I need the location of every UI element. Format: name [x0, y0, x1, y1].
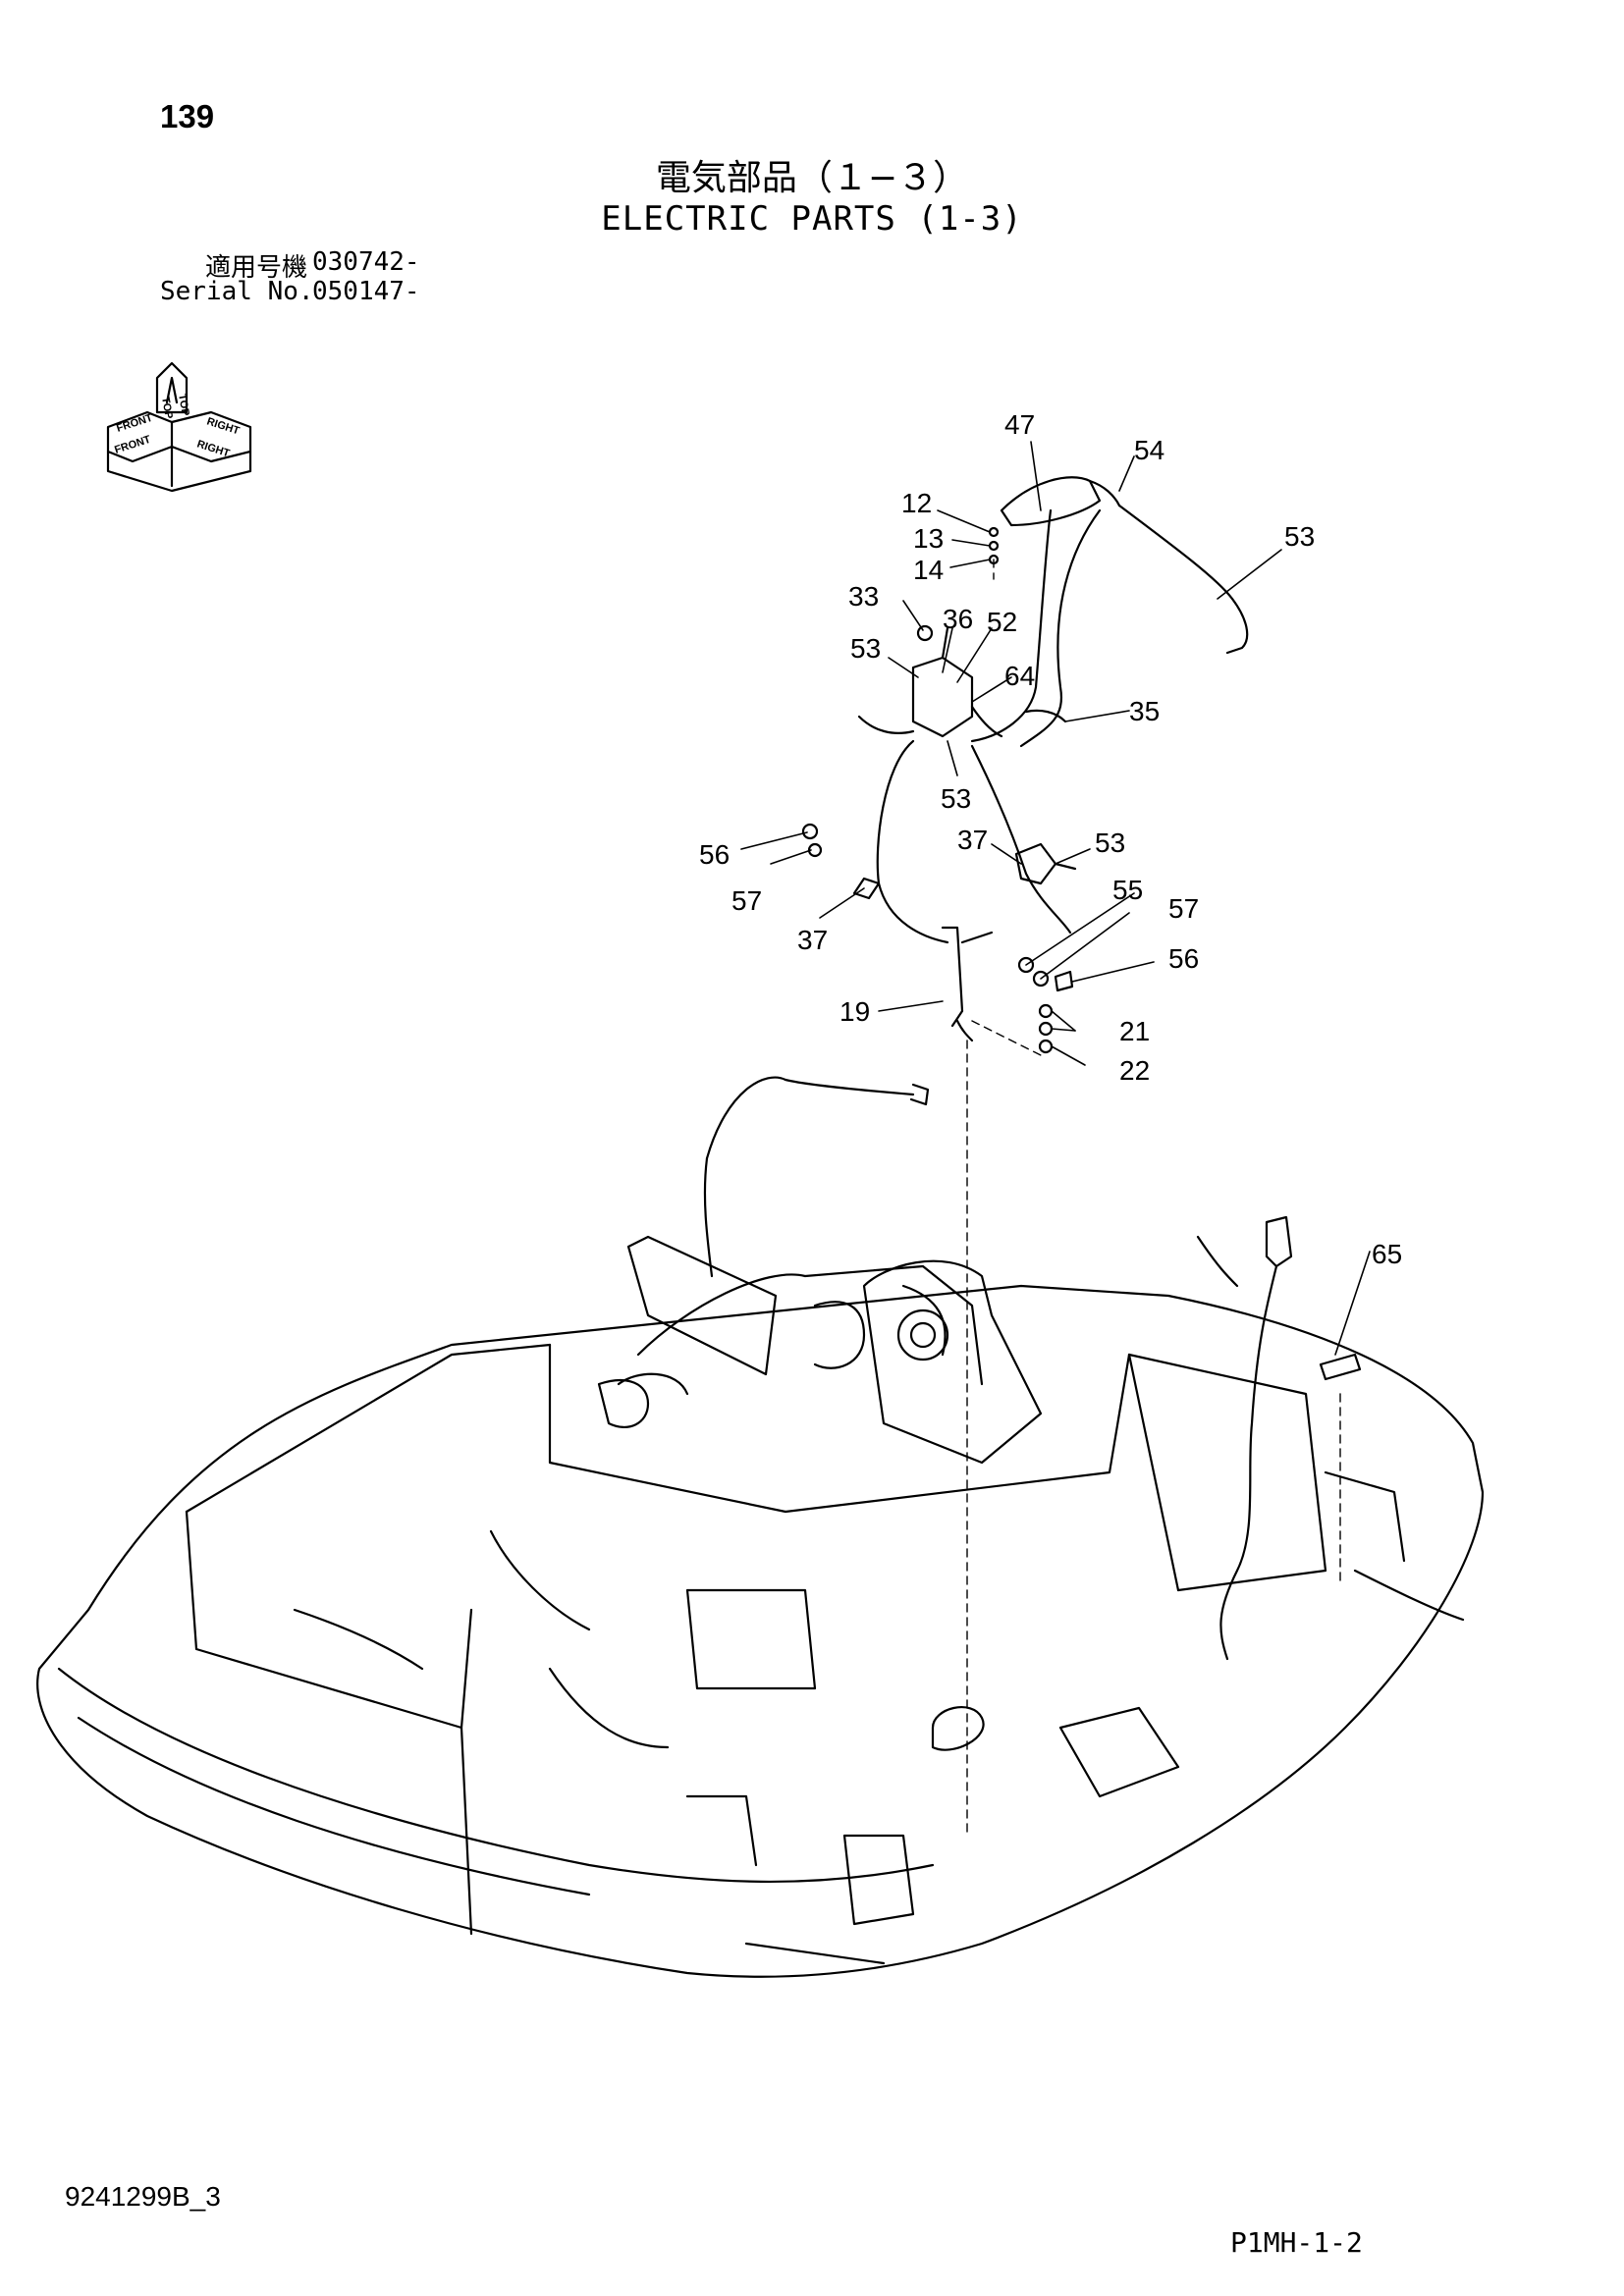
callout-21: 21 [1119, 1016, 1150, 1046]
callout-65: 65 [1372, 1239, 1402, 1269]
callout-13: 13 [913, 523, 944, 554]
callout-55: 55 [1112, 875, 1143, 905]
assembly-lines [966, 559, 1341, 1837]
callout-52: 52 [987, 607, 1017, 637]
callout-22: 22 [1119, 1055, 1150, 1086]
serial-value: 050147- [312, 277, 420, 306]
page-code: P1MH-1-2 [1230, 2226, 1363, 2259]
callout-54: 54 [1134, 435, 1164, 465]
callout-33: 33 [848, 581, 879, 612]
applicable-value: 030742- [312, 247, 420, 277]
callout-56-b: 56 [1168, 943, 1199, 974]
callout-57-b: 57 [1168, 893, 1199, 924]
page-title-english: ELECTRIC PARTS (1-3) [601, 199, 1023, 239]
callout-37-b: 37 [797, 925, 828, 955]
callout-35: 35 [1129, 696, 1160, 726]
orient-label-top: TOP [159, 396, 175, 419]
machine-frame [36, 1235, 1485, 1978]
callout-56-a: 56 [699, 839, 730, 870]
callout-36: 36 [943, 604, 973, 634]
harness-upper [852, 476, 1249, 1042]
harness-lower [703, 1076, 1362, 1661]
orientation-icon [106, 361, 252, 493]
callout-53-a: 53 [1284, 521, 1315, 552]
page-title-japanese: 電気部品（１−３） [655, 158, 969, 198]
leader-lines [740, 441, 1371, 1356]
orient-label-front-left: FRONT [113, 434, 152, 456]
callout-12: 12 [901, 488, 932, 518]
orient-label-front-top: FRONT [115, 412, 154, 435]
orient-label-top-2: TOP [176, 393, 191, 416]
page-number: 139 [160, 98, 215, 134]
callout-53-b: 53 [850, 633, 881, 664]
callout-14: 14 [913, 555, 944, 585]
callout-57-a: 57 [731, 885, 762, 916]
callout-37-a: 37 [957, 825, 988, 855]
callout-53-d: 53 [1095, 828, 1125, 858]
callout-19: 19 [839, 996, 870, 1027]
applicable-label: 適用号機 [204, 253, 307, 283]
orient-label-right-top: RIGHT [205, 415, 242, 437]
callout-47: 47 [1004, 409, 1035, 440]
callout-53-c: 53 [941, 783, 971, 814]
document-code: 9241299B_3 [65, 2181, 221, 2212]
serial-label: Serial No. [160, 277, 314, 306]
hardware [801, 526, 1074, 1054]
callout-64: 64 [1004, 661, 1035, 691]
